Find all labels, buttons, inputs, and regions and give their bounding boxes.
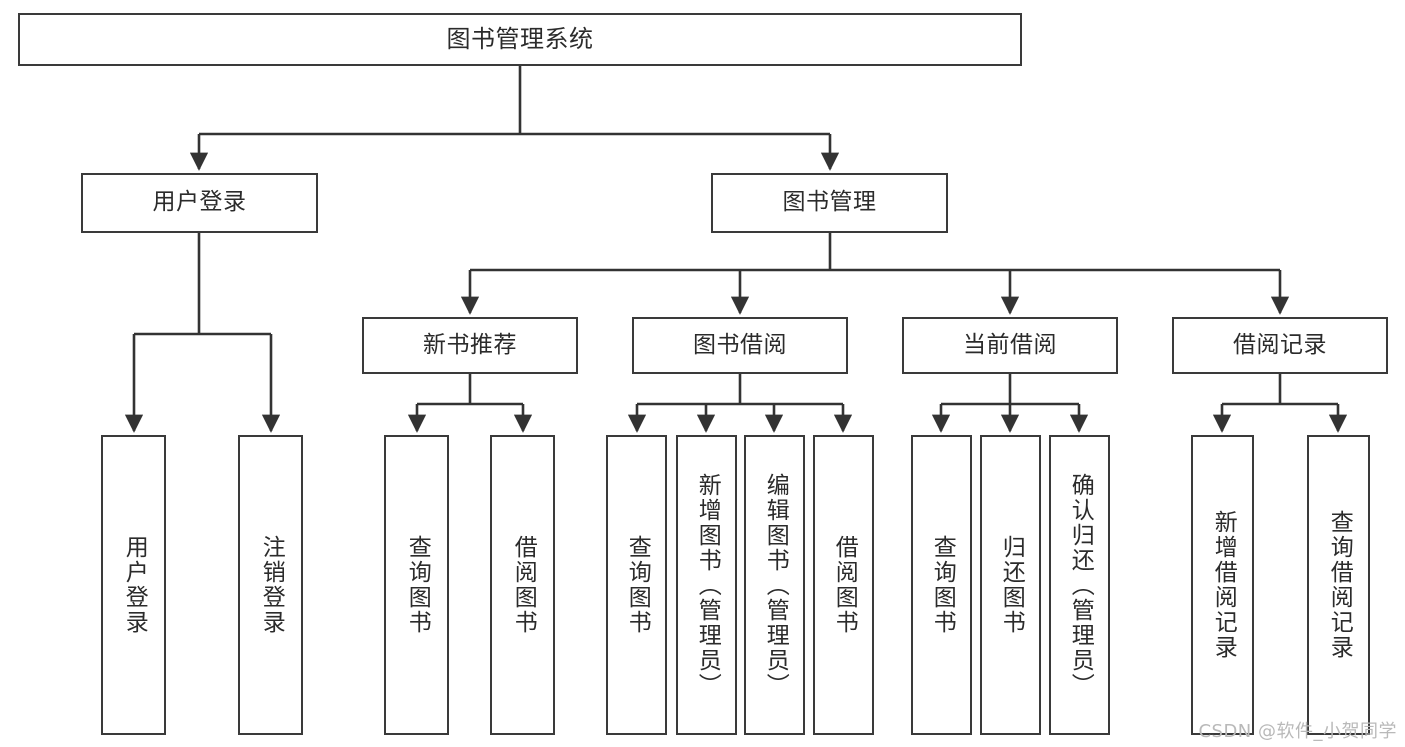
leaf-current-confirm-return-admin-label: 确认归还（管理员）: [1067, 472, 1094, 698]
node-user-login-label: 用户登录: [152, 189, 247, 216]
node-current-borrow[interactable]: 当前借阅: [902, 317, 1118, 374]
leaf-current-return-book-label: 归还图书: [998, 535, 1025, 635]
node-borrow-records-label: 借阅记录: [1233, 331, 1327, 358]
leaf-borrow-edit-book-admin-label: 编辑图书（管理员）: [762, 472, 789, 698]
leaf-borrow-query-book[interactable]: 查询图书: [606, 435, 667, 735]
leaf-new-book-borrow[interactable]: 借阅图书: [490, 435, 555, 735]
leaf-current-query-book-label: 查询图书: [929, 535, 956, 635]
leaf-borrow-add-book-admin-label: 新增图书（管理员）: [694, 472, 721, 698]
leaf-borrow-edit-book-admin[interactable]: 编辑图书（管理员）: [744, 435, 805, 735]
node-root-system[interactable]: 图书管理系统: [18, 13, 1022, 66]
node-root-system-label: 图书管理系统: [446, 25, 594, 54]
leaf-current-confirm-return-admin[interactable]: 确认归还（管理员）: [1049, 435, 1110, 735]
leaf-records-add-record-label: 新增借阅记录: [1210, 510, 1237, 660]
leaf-records-query-record[interactable]: 查询借阅记录: [1307, 435, 1370, 735]
node-book-management[interactable]: 图书管理: [711, 173, 948, 233]
leaf-borrow-borrow-book[interactable]: 借阅图书: [813, 435, 874, 735]
node-borrow-records[interactable]: 借阅记录: [1172, 317, 1388, 374]
leaf-records-add-record[interactable]: 新增借阅记录: [1191, 435, 1254, 735]
leaf-user-login-signout[interactable]: 注销登录: [238, 435, 303, 735]
node-book-borrow-label: 图书借阅: [693, 331, 787, 358]
node-user-login[interactable]: 用户登录: [81, 173, 318, 233]
node-new-book-recommend[interactable]: 新书推荐: [362, 317, 578, 374]
leaf-borrow-add-book-admin[interactable]: 新增图书（管理员）: [676, 435, 737, 735]
leaf-current-query-book[interactable]: 查询图书: [911, 435, 972, 735]
node-new-book-recommend-label: 新书推荐: [423, 331, 517, 358]
leaf-current-return-book[interactable]: 归还图书: [980, 435, 1041, 735]
leaf-borrow-query-book-label: 查询图书: [624, 535, 651, 635]
csdn-watermark: CSDN @软件_小贺同学: [1198, 721, 1397, 742]
node-book-borrow[interactable]: 图书借阅: [632, 317, 848, 374]
leaf-user-login-signin[interactable]: 用户登录: [101, 435, 166, 735]
node-current-borrow-label: 当前借阅: [963, 331, 1057, 358]
leaf-user-login-signout-label: 注销登录: [258, 535, 285, 635]
leaf-records-query-record-label: 查询借阅记录: [1326, 510, 1353, 660]
leaf-new-book-query-label: 查询图书: [404, 535, 431, 635]
node-book-management-label: 图书管理: [782, 189, 877, 216]
leaf-borrow-borrow-book-label: 借阅图书: [831, 535, 858, 635]
leaf-new-book-borrow-label: 借阅图书: [510, 535, 537, 635]
leaf-new-book-query[interactable]: 查询图书: [384, 435, 449, 735]
leaf-user-login-signin-label: 用户登录: [121, 535, 148, 635]
